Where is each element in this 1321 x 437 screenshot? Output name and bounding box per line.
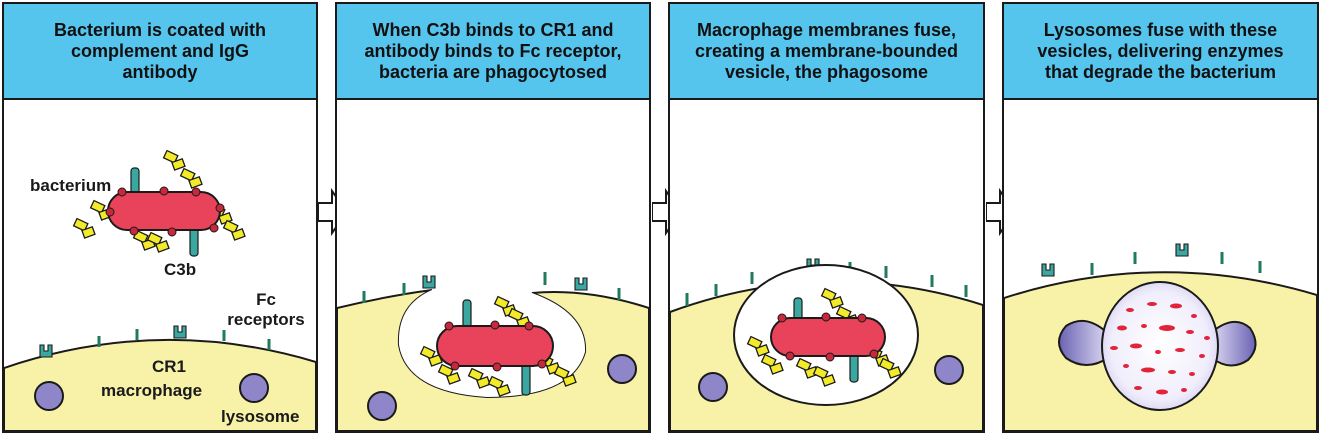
macrophage-label: macrophage	[101, 381, 202, 400]
lysosome-fusing	[1058, 319, 1110, 366]
panel-4: Lysosomes fuse with these vesicles, deli…	[1002, 2, 1319, 433]
panel-3-header: Macrophage membranes fuse, creating a me…	[670, 4, 983, 100]
lysosome-fusing	[1211, 321, 1257, 367]
panel-2-illustration	[337, 272, 649, 431]
fc-receptor	[362, 272, 621, 303]
lysosome	[607, 354, 637, 384]
complement-dot	[105, 186, 225, 237]
lysosome	[367, 391, 397, 421]
panel-3-illustration	[670, 258, 983, 431]
complement-dot	[777, 312, 879, 362]
phagolysosome	[1101, 281, 1219, 411]
panel-4-header: Lysosomes fuse with these vesicles, deli…	[1004, 4, 1317, 100]
panel-1-title: Bacterium is coated with complement and …	[53, 19, 267, 82]
lysosome	[239, 373, 269, 403]
cr1-receptor	[1041, 243, 1189, 277]
panel-1: Bacterium is coated with complement and …	[2, 2, 318, 433]
cr1-label: CR1	[152, 357, 186, 376]
panel-4-illustration	[1004, 243, 1317, 431]
panel-2: When C3b binds to CR1 and antibody binds…	[335, 2, 651, 433]
panel-4-title: Lysosomes fuse with these vesicles, deli…	[1037, 19, 1284, 82]
panel-3-title: Macrophage membranes fuse, creating a me…	[694, 19, 959, 82]
cr1-receptor	[422, 275, 588, 291]
bacterium	[770, 317, 886, 357]
fc-receptor	[1090, 252, 1262, 275]
lysosome	[34, 381, 64, 411]
panel-2-header: When C3b binds to CR1 and antibody binds…	[337, 4, 649, 100]
fc-receptor	[97, 329, 271, 350]
fc-receptors-label: receptors	[227, 310, 304, 329]
lysosome	[698, 372, 728, 402]
lysosome-label: lysosome	[221, 407, 299, 426]
macrophage-cell	[4, 338, 316, 431]
c3b-label: C3b	[164, 260, 196, 279]
fc-receptors-label: Fc	[256, 290, 276, 309]
panel-1-header: Bacterium is coated with complement and …	[4, 4, 316, 100]
complement-dot	[444, 320, 547, 372]
digested-bacterium	[1110, 302, 1210, 395]
bacterium	[107, 191, 221, 231]
bacterium-label: bacterium	[30, 176, 111, 195]
lysosome	[934, 355, 964, 385]
panel-2-title: When C3b binds to CR1 and antibody binds…	[364, 19, 622, 82]
panel-3: Macrophage membranes fuse, creating a me…	[668, 2, 985, 433]
bacterium	[436, 325, 554, 367]
panel-1-illustration: bacterium C3b Fc receptors CR1 macrophag…	[4, 149, 316, 431]
